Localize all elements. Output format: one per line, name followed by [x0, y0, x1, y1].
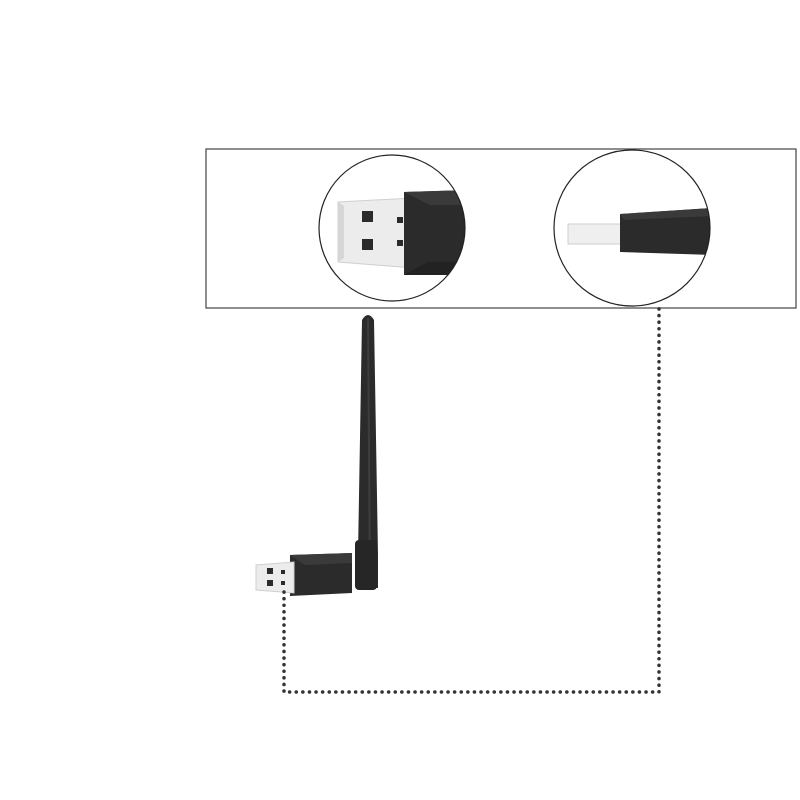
- dotted-leader-line: [282, 306, 661, 694]
- usb-plug: [255, 561, 295, 594]
- usb-connector-front-icon: [318, 154, 466, 302]
- wifi-adapter-icon: [255, 315, 378, 596]
- usb-connector-side-icon: [553, 149, 711, 307]
